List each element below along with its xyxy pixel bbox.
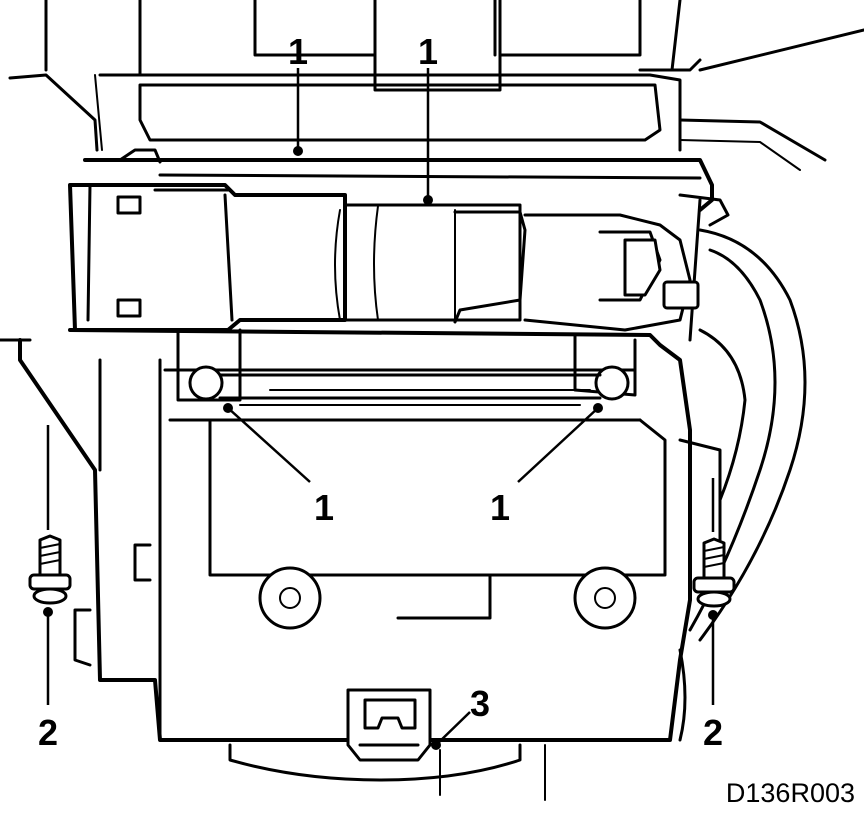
callout-1-top-left: 1 xyxy=(288,31,308,72)
bolt-head-right xyxy=(594,365,630,401)
mount-boss-right xyxy=(573,566,637,630)
callout-2-left: 2 xyxy=(38,712,58,753)
callout-1-top-right: 1 xyxy=(418,31,438,72)
upper-assembly xyxy=(68,148,807,642)
callout-2-right: 2 xyxy=(703,712,723,753)
callout-1-mid-right: 1 xyxy=(490,487,510,528)
callout-3: 3 xyxy=(470,683,490,724)
mounting-slot xyxy=(116,195,142,215)
mounting-slot xyxy=(116,298,142,318)
figure-reference: D136R003 xyxy=(726,778,855,808)
leader-lines xyxy=(43,68,718,750)
screw-left xyxy=(28,534,72,605)
lower-housing xyxy=(18,328,722,801)
mount-boss-left xyxy=(258,566,322,630)
electrical-connector xyxy=(346,688,432,762)
screw-right xyxy=(692,537,736,608)
callout-1-mid-left: 1 xyxy=(314,487,334,528)
background-structure xyxy=(0,0,864,342)
bolt-head-left xyxy=(188,365,224,401)
wire-clip xyxy=(662,280,700,310)
